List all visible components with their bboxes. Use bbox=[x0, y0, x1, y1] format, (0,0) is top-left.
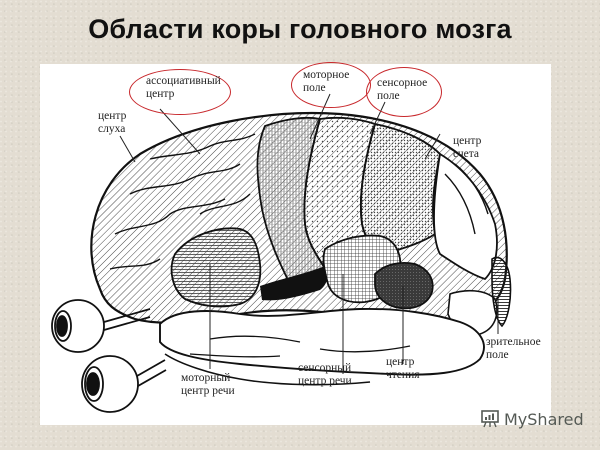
label-reading-center: центр чтения bbox=[386, 356, 420, 381]
label-motor-field: моторное поле bbox=[303, 69, 350, 94]
label-sensory-field: сенсорное поле bbox=[377, 77, 428, 102]
label-associative-center: ассоциативный центр bbox=[146, 75, 221, 100]
label-hearing-center: центр слуха bbox=[98, 110, 127, 135]
motor-speech-region bbox=[170, 227, 262, 308]
presentation-board-icon bbox=[480, 409, 500, 429]
counting-center-region bbox=[433, 152, 498, 281]
slide-title: Области коры головного мозга bbox=[88, 14, 512, 44]
highlight-oval-associative bbox=[129, 69, 231, 115]
label-visual-field: зрительное поле bbox=[486, 336, 541, 361]
myshared-watermark[interactable]: MyShared bbox=[480, 409, 584, 429]
parietal-region bbox=[359, 122, 441, 255]
label-counting-center: центр счета bbox=[453, 135, 482, 160]
brain-illustration bbox=[51, 93, 512, 413]
brain-diagram-panel: ассоциативный центр моторное поле сенсор… bbox=[40, 62, 551, 425]
reading-center-region bbox=[374, 261, 434, 310]
eye-upper bbox=[51, 299, 151, 353]
watermark-text: MyShared bbox=[504, 409, 584, 429]
eye-lower bbox=[81, 355, 167, 413]
lateral-sulcus bbox=[260, 266, 328, 301]
highlight-oval-sensory-field bbox=[366, 67, 442, 117]
label-motor-speech-center: моторный центр речи bbox=[181, 372, 235, 397]
visual-field-region bbox=[491, 256, 512, 328]
label-sensory-speech-center: сенсорный центр речи bbox=[298, 362, 352, 387]
